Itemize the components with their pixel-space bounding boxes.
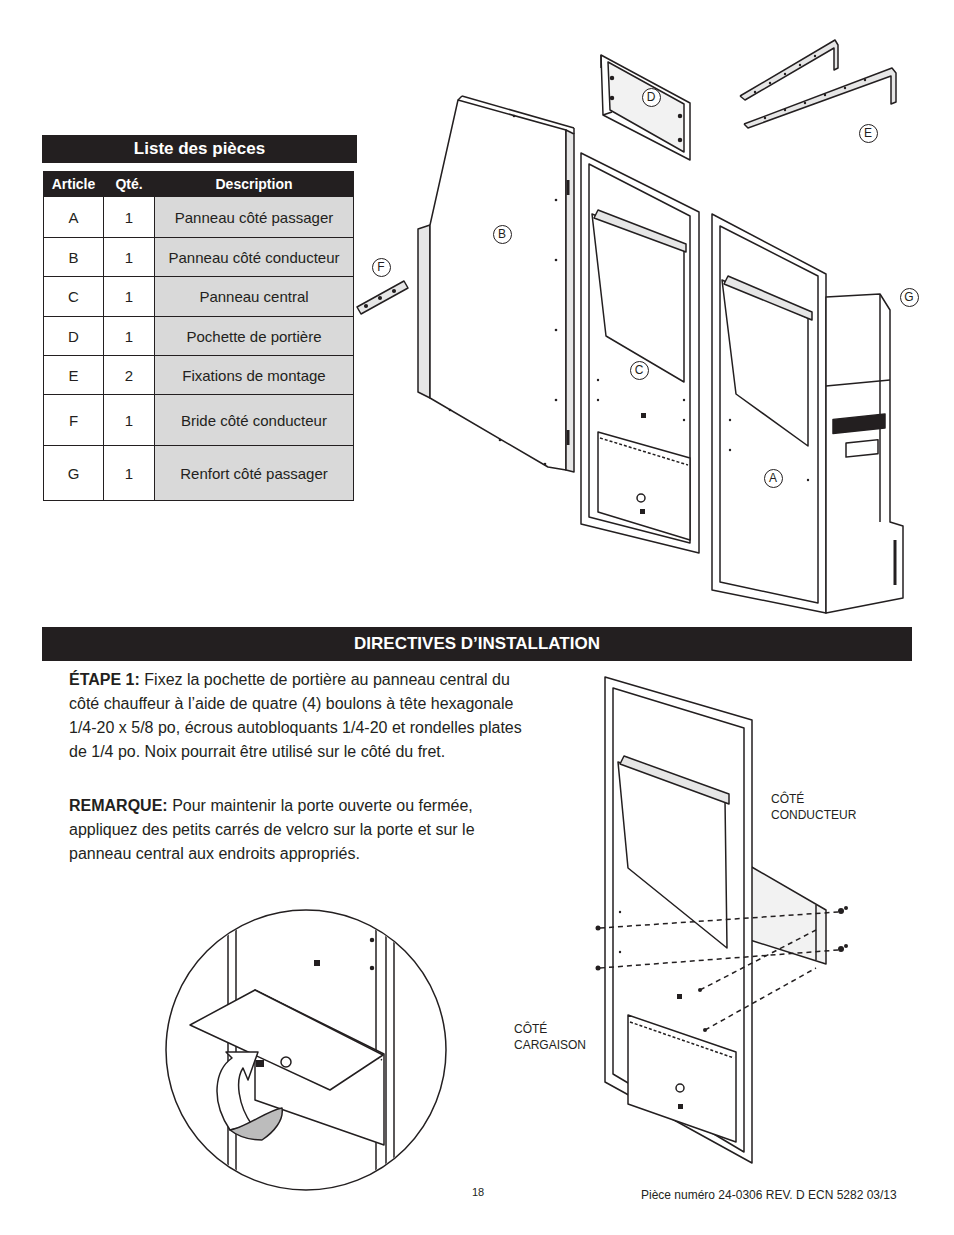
table-text: Fixations de montage (182, 367, 325, 384)
table-text: 2 (125, 367, 133, 384)
header-band: DIRECTIVES D’INSTALLATION (42, 627, 912, 661)
door-pocket-part (601, 55, 690, 160)
table-cell: F (43, 394, 104, 446)
table-text: Bride côté conducteur (181, 412, 327, 429)
node-text: E (864, 126, 872, 140)
table-text: Qté. (115, 176, 142, 192)
table-cell: Bride côté conducteur (154, 394, 354, 446)
table-text: Pochette de portière (186, 328, 321, 345)
callout-letter: E (859, 124, 878, 143)
table-cell: Panneau central (154, 276, 354, 317)
node-text: A (769, 471, 777, 485)
table-text: D (68, 328, 79, 345)
callout-letter: G (900, 288, 919, 307)
velcro-detail-zoom (166, 900, 446, 1200)
callout-letter: D (642, 88, 661, 107)
table-text: C (68, 288, 79, 305)
table-cell: C (43, 276, 104, 317)
table-text: B (68, 249, 78, 266)
mounting-bracket-part (740, 40, 896, 128)
table-cell: 1 (103, 196, 155, 238)
part-number-footer: Pièce numéro 24-0306 REV. D ECN 5282 03/… (641, 1188, 941, 1203)
table-cell: Panneau côté passager (154, 196, 354, 238)
callout-letter: B (493, 225, 512, 244)
table-text: 1 (125, 328, 133, 345)
table-cell: Panneau côté conducteur (154, 237, 354, 277)
callout-letter: C (630, 361, 649, 380)
side-label: CÔTÉ CONDUCTEUR (771, 791, 871, 823)
node-text: G (904, 290, 913, 304)
table-text: Article (52, 176, 96, 192)
table-cell: A (43, 196, 104, 238)
instruction-paragraph: REMARQUE:Pour maintenir la porte ouverte… (69, 794, 539, 866)
callout-letter: A (764, 469, 783, 488)
table-cell: 1 (103, 276, 155, 317)
driver-strap-part (357, 281, 408, 314)
table-text: A (68, 209, 78, 226)
table-cell: Article (43, 171, 104, 197)
table-text: 1 (125, 465, 133, 482)
instruction-paragraph: ÉTAPE 1:Fixez la pochette de portière au… (69, 668, 539, 764)
table-cell: 1 (103, 316, 155, 356)
node-text: C (635, 363, 644, 377)
table-cell: Pochette de portière (154, 316, 354, 356)
node-text: D (647, 90, 656, 104)
table-text: 1 (125, 288, 133, 305)
table-text: E (68, 367, 78, 384)
header-band: Liste des pièces (42, 135, 357, 163)
table-cell: 1 (103, 394, 155, 446)
passenger-reinforcement-part (826, 294, 903, 613)
center-panel-assembly (596, 677, 849, 1163)
table-text: Description (215, 176, 292, 192)
node-text: Liste des pièces (134, 139, 265, 159)
table-text: 1 (125, 209, 133, 226)
instruction-heading: REMARQUE: (69, 797, 168, 814)
center-panel-part (581, 153, 699, 553)
table-cell: G (43, 445, 104, 501)
page-number: 18 (472, 1185, 502, 1199)
table-text: 1 (125, 249, 133, 266)
table-cell: Fixations de montage (154, 355, 354, 395)
table-cell: 2 (103, 355, 155, 395)
table-text: Panneau côté conducteur (169, 249, 340, 266)
table-cell: B (43, 237, 104, 277)
table-cell: Qté. (103, 171, 155, 197)
passenger-panel-part (712, 214, 826, 613)
table-cell: Renfort côté passager (154, 445, 354, 501)
node-text: DIRECTIVES D’INSTALLATION (354, 634, 600, 654)
instruction-heading: ÉTAPE 1: (69, 671, 140, 688)
table-text: G (68, 465, 80, 482)
node-text: F (377, 260, 384, 274)
side-label: CÔTÉ CARGAISON (514, 1021, 604, 1053)
table-text: 1 (125, 412, 133, 429)
table-cell: D (43, 316, 104, 356)
node-text: B (498, 227, 506, 241)
table-cell: E (43, 355, 104, 395)
driver-panel-part (418, 96, 574, 472)
table-cell: Description (154, 171, 354, 197)
table-text: Renfort côté passager (180, 465, 328, 482)
table-text: F (69, 412, 78, 429)
table-cell: 1 (103, 445, 155, 501)
table-text: Panneau côté passager (175, 209, 333, 226)
table-text: Panneau central (199, 288, 308, 305)
table-cell: 1 (103, 237, 155, 277)
callout-letter: F (372, 258, 391, 277)
